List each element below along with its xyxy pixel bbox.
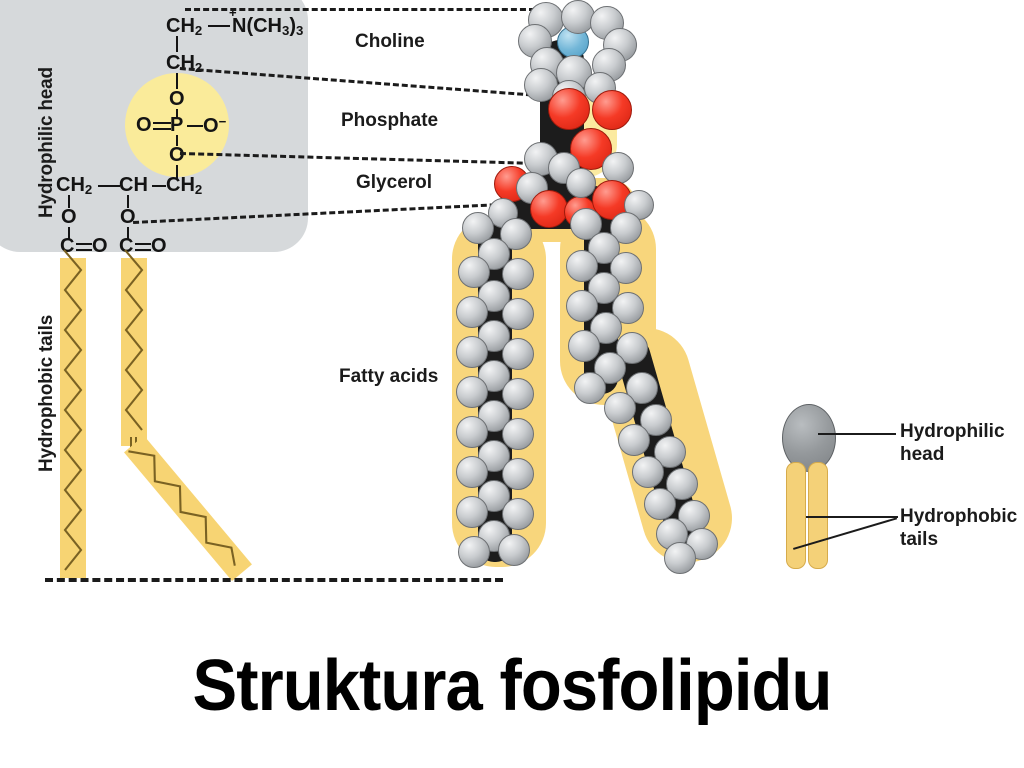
label-hydrophobic-tails-line2: tails bbox=[900, 528, 939, 550]
carbon-atom-sphere bbox=[664, 542, 696, 574]
carbon-atom-sphere bbox=[568, 330, 600, 362]
carbon-atom-sphere bbox=[456, 456, 488, 488]
carbon-atom-sphere bbox=[618, 424, 650, 456]
membrane-baseline-dashed bbox=[45, 578, 503, 582]
bond-double-bottom bbox=[153, 128, 171, 130]
connector-choline bbox=[185, 8, 535, 11]
formula-phosphate-double-bond-oxygen: O bbox=[136, 114, 152, 136]
bond-carbonyl-left-bottom bbox=[76, 249, 92, 251]
carbon-atom-sphere bbox=[502, 458, 534, 490]
bond-choline-vertical-1 bbox=[176, 36, 178, 52]
formula-phosphorus: P bbox=[170, 114, 184, 136]
bond-carbonyl-left-top bbox=[76, 243, 92, 245]
leader-hydrophilic-head bbox=[818, 433, 896, 435]
bond-glycerol-2-3 bbox=[152, 185, 166, 187]
carbon-atom-sphere bbox=[566, 250, 598, 282]
formula-nitrogen-charge: + bbox=[229, 5, 237, 20]
formula-ester-o-left: O bbox=[61, 206, 77, 228]
formula-choline-ch2-second: CH2 bbox=[166, 52, 203, 75]
carbon-atom-sphere bbox=[456, 296, 488, 328]
carbon-atom-sphere bbox=[502, 338, 534, 370]
bond-double-top bbox=[153, 122, 171, 124]
label-choline: Choline bbox=[355, 31, 425, 52]
carbon-atom-sphere bbox=[456, 376, 488, 408]
bond-o-to-glycerol bbox=[176, 165, 178, 179]
label-hydrophilic-head: Hydrophilic head bbox=[900, 421, 1005, 467]
oxygen-atom-sphere bbox=[548, 88, 590, 130]
unsaturated-tail-zigzag-upper bbox=[124, 249, 144, 431]
formula-choline-ch2: CH2 bbox=[166, 15, 203, 38]
formula-carbonyl-left-o: O bbox=[92, 235, 108, 257]
carbon-atom-sphere bbox=[456, 336, 488, 368]
label-hydrophilic-head-line1: Hydrophilic bbox=[900, 421, 1005, 442]
label-glycerol: Glycerol bbox=[356, 172, 433, 193]
formula-ester-oxygen-upper: O bbox=[169, 88, 185, 110]
formula-ester-o-right: O bbox=[120, 206, 136, 228]
bond-glycerol-1-2 bbox=[98, 185, 120, 187]
carbon-atom-sphere bbox=[498, 534, 530, 566]
carbon-atom-sphere bbox=[458, 536, 490, 568]
bond-c1-to-o bbox=[68, 195, 70, 208]
formula-trimethylammonium: NN(CH(CH3)3 bbox=[232, 15, 304, 38]
bond-o-to-carbonyl-left bbox=[68, 227, 70, 239]
bond-carbonyl-right-top bbox=[135, 243, 151, 245]
page-title: Struktura fosfolipidu bbox=[192, 646, 833, 726]
carbon-atom-sphere bbox=[610, 212, 642, 244]
simplified-tail-left bbox=[786, 462, 806, 569]
carbon-atom-sphere bbox=[632, 456, 664, 488]
carbon-atom-sphere bbox=[570, 208, 602, 240]
carbon-atom-sphere bbox=[604, 392, 636, 424]
bond-c2-to-o bbox=[127, 195, 129, 208]
carbon-atom-sphere bbox=[602, 152, 634, 184]
carbon-atom-sphere bbox=[502, 298, 534, 330]
bond-o-to-carbonyl-right bbox=[127, 227, 129, 239]
label-hydrophilic-head-line2: head bbox=[900, 443, 945, 465]
oxygen-atom-sphere bbox=[530, 190, 568, 228]
carbon-atom-sphere bbox=[502, 418, 534, 450]
phosphate-highlight-circle bbox=[125, 73, 229, 177]
hydrophilic-head-vertical-label: Hydrophilic head bbox=[36, 67, 57, 218]
carbon-atom-sphere bbox=[456, 496, 488, 528]
bond-p-to-o-minus bbox=[187, 125, 203, 127]
saturated-tail-ribbon bbox=[60, 258, 86, 578]
carbon-atom-sphere bbox=[566, 168, 596, 198]
carbon-atom-sphere bbox=[566, 290, 598, 322]
simplified-hydrophilic-head bbox=[782, 404, 836, 472]
formula-carbonyl-right-o: O bbox=[151, 235, 167, 257]
formula-glycerol-c2: CH bbox=[119, 174, 148, 196]
formula-glycerol-c1: CH2 bbox=[56, 174, 93, 197]
carbon-atom-sphere bbox=[574, 372, 606, 404]
bond-p-to-o-lower bbox=[176, 135, 178, 146]
label-phosphate: Phosphate bbox=[341, 110, 439, 131]
saturated-tail-zigzag bbox=[63, 249, 83, 571]
carbon-atom-sphere bbox=[502, 258, 534, 290]
carbon-atom-sphere bbox=[561, 0, 595, 34]
label-hydrophobic-tails: Hydrophobic tails bbox=[900, 506, 1017, 552]
formula-ester-oxygen-lower: O bbox=[169, 144, 185, 166]
leader-hydrophobic-tails-upper bbox=[806, 516, 898, 518]
carbon-atom-sphere bbox=[502, 378, 534, 410]
carbon-atom-sphere bbox=[644, 488, 676, 520]
bond-ch2-to-n bbox=[208, 25, 230, 27]
label-hydrophobic-tails-line1: Hydrophobic bbox=[900, 506, 1018, 527]
formula-phosphate-anionic-oxygen: O− bbox=[203, 114, 227, 137]
unsaturated-tail-zigzag-lower bbox=[128, 450, 236, 566]
bond-choline-vertical-2 bbox=[176, 73, 178, 89]
bond-o-to-p-upper bbox=[176, 109, 178, 119]
hydrophobic-tails-vertical-label: Hydrophobic tails bbox=[36, 314, 57, 472]
formula-carbonyl-right-c: C bbox=[119, 235, 134, 257]
formula-glycerol-c3: CH2 bbox=[166, 174, 203, 197]
carbon-atom-sphere bbox=[456, 416, 488, 448]
label-fatty-acids: Fatty acids bbox=[339, 366, 439, 387]
oxygen-atom-sphere bbox=[592, 90, 632, 130]
simplified-tail-right bbox=[808, 462, 828, 569]
carbon-atom-sphere bbox=[502, 498, 534, 530]
bond-carbonyl-right-bottom bbox=[135, 249, 151, 251]
